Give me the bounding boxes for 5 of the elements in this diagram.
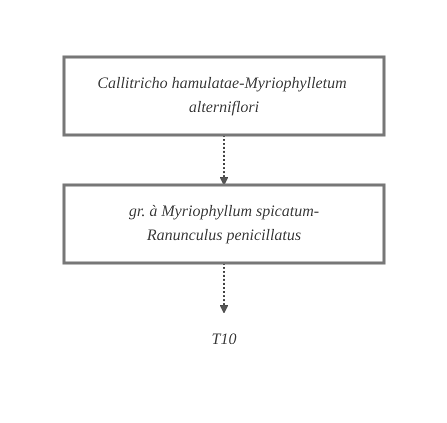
node-box: Callitricho hamulatae-Myriophylletum alterniflori bbox=[62, 55, 385, 136]
arrow bbox=[219, 262, 228, 313]
node-text: T10 bbox=[211, 330, 236, 348]
node-box: gr. à Myriophyllum spicatum-Ranunculus penicillatus bbox=[62, 183, 385, 264]
arrow bbox=[219, 134, 228, 185]
